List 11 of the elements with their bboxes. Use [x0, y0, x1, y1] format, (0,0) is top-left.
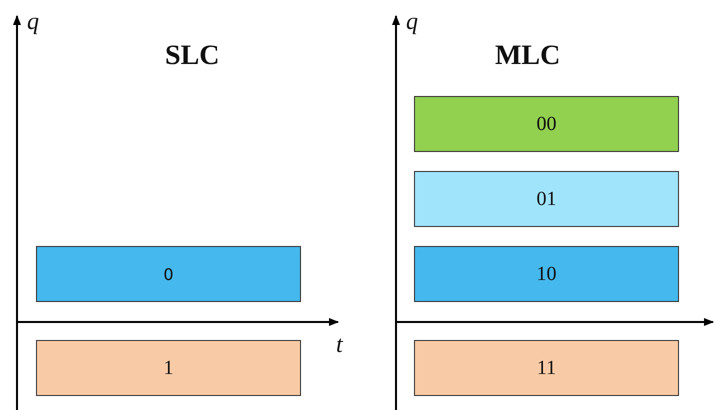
value-box: 11 [414, 340, 679, 396]
value-box: 0 [36, 246, 301, 302]
panel-title: SLC [165, 42, 220, 70]
axis-label: t [336, 333, 343, 357]
value-box: 01 [414, 171, 679, 227]
value-box: 00 [414, 96, 679, 152]
value-box: 1 [36, 340, 301, 396]
axis-label: q [406, 10, 418, 34]
axis-label: q [27, 10, 39, 34]
value-box: 10 [414, 246, 679, 302]
panel-title: MLC [495, 42, 560, 70]
